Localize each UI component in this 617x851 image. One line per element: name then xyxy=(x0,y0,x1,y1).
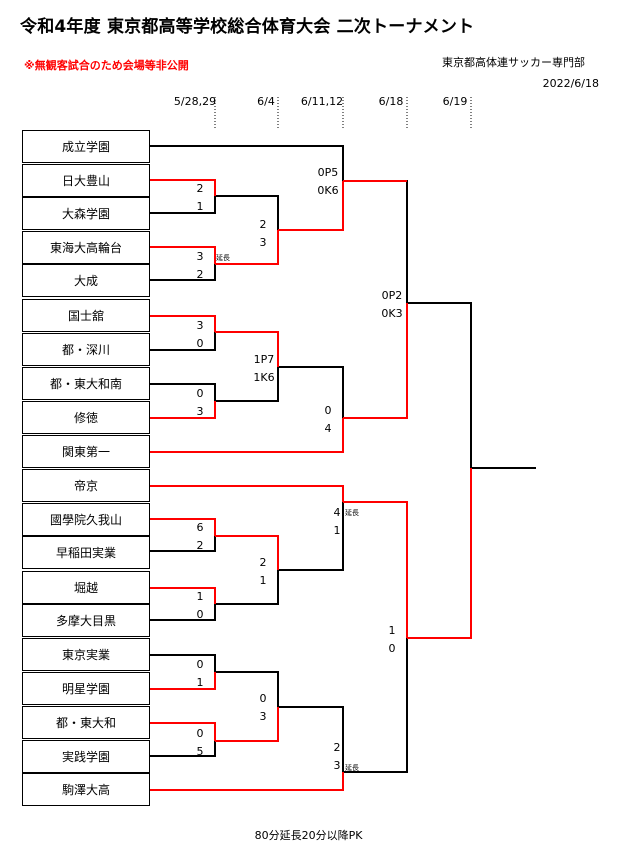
score: 0 xyxy=(196,727,204,740)
score: 1 xyxy=(259,574,267,587)
score: 1 xyxy=(333,524,341,537)
score: 0P5 xyxy=(317,166,339,179)
team-tokai-takanawadai: 東海大高輪台 xyxy=(22,231,150,264)
score: 0 xyxy=(196,387,204,400)
score: 0K3 xyxy=(381,307,403,320)
score: 3 xyxy=(196,405,204,418)
score: 1 xyxy=(196,200,204,213)
publish-date: 2022/6/18 xyxy=(542,77,599,90)
score: 2 xyxy=(333,741,341,754)
score: 3 xyxy=(259,710,267,723)
team-horikoshi: 堀越 xyxy=(22,571,150,604)
score: 1 xyxy=(196,590,204,603)
team-tamadai-meguro: 多摩大目黒 xyxy=(22,604,150,637)
score: 2 xyxy=(196,539,204,552)
score: 3 xyxy=(259,236,267,249)
team-kanto-daiichi: 関東第一 xyxy=(22,435,150,468)
score: 0P2 xyxy=(381,289,403,302)
score: 3 xyxy=(333,759,341,772)
score: 2 xyxy=(196,182,204,195)
team-kokugakuin-kugayama: 國學院久我山 xyxy=(22,503,150,536)
team-teikyo: 帝京 xyxy=(22,469,150,502)
team-higashiyamato: 都・東大和 xyxy=(22,706,150,739)
round-date-4: 6/18 xyxy=(378,95,404,108)
extra-time-note: 延長 xyxy=(345,509,359,517)
score: 0 xyxy=(196,608,204,621)
score: 1 xyxy=(388,624,396,637)
team-shutoku: 修徳 xyxy=(22,401,150,434)
score: 2 xyxy=(196,268,204,281)
score: 1 xyxy=(196,676,204,689)
organizer: 東京都高体連サッカー専門部 xyxy=(442,56,585,69)
score: 0 xyxy=(388,642,396,655)
score: 5 xyxy=(196,745,204,758)
score: 3 xyxy=(196,319,204,332)
score: 0 xyxy=(196,658,204,671)
team-kokushikan: 国士舘 xyxy=(22,299,150,332)
team-fukagawa: 都・深川 xyxy=(22,333,150,366)
rules-footer: 80分延長20分以降PK xyxy=(254,829,363,842)
score: 2 xyxy=(259,556,267,569)
team-jissen: 実践学園 xyxy=(22,740,150,773)
score: 0 xyxy=(259,692,267,705)
team-omori: 大森学園 xyxy=(22,197,150,230)
round-date-2: 6/4 xyxy=(257,95,275,108)
team-komazawa: 駒澤大高 xyxy=(22,773,150,806)
extra-time-note: 延長 xyxy=(345,764,359,772)
round-date-3: 6/11,12 xyxy=(300,95,344,108)
team-seiritsu: 成立学園 xyxy=(22,130,150,163)
score: 4 xyxy=(333,506,341,519)
score: 4 xyxy=(324,422,332,435)
round-separators xyxy=(214,97,472,130)
score: 2 xyxy=(259,218,267,231)
spectator-notice: ※無観客試合のため会場等非公開 xyxy=(24,59,189,72)
team-taisei: 大成 xyxy=(22,264,150,297)
score: 0K6 xyxy=(317,184,339,197)
round-date-1: 5/28,29 xyxy=(173,95,217,108)
team-meisei: 明星学園 xyxy=(22,672,150,705)
page-title: 令和4年度 東京都高等学校総合体育大会 二次トーナメント xyxy=(20,17,475,37)
score: 1K6 xyxy=(253,371,275,384)
round-date-5: 6/19 xyxy=(442,95,468,108)
score: 3 xyxy=(196,250,204,263)
score: 1P7 xyxy=(253,353,275,366)
score: 0 xyxy=(196,337,204,350)
score: 6 xyxy=(196,521,204,534)
team-higashiyamato-minami: 都・東大和南 xyxy=(22,367,150,400)
team-tokyo-jitsugyo: 東京実業 xyxy=(22,638,150,671)
team-nichidai-buzan: 日大豊山 xyxy=(22,164,150,197)
score: 0 xyxy=(324,404,332,417)
team-waseda-jitsugyo: 早稲田実業 xyxy=(22,536,150,569)
extra-time-note: 延長 xyxy=(216,254,230,262)
